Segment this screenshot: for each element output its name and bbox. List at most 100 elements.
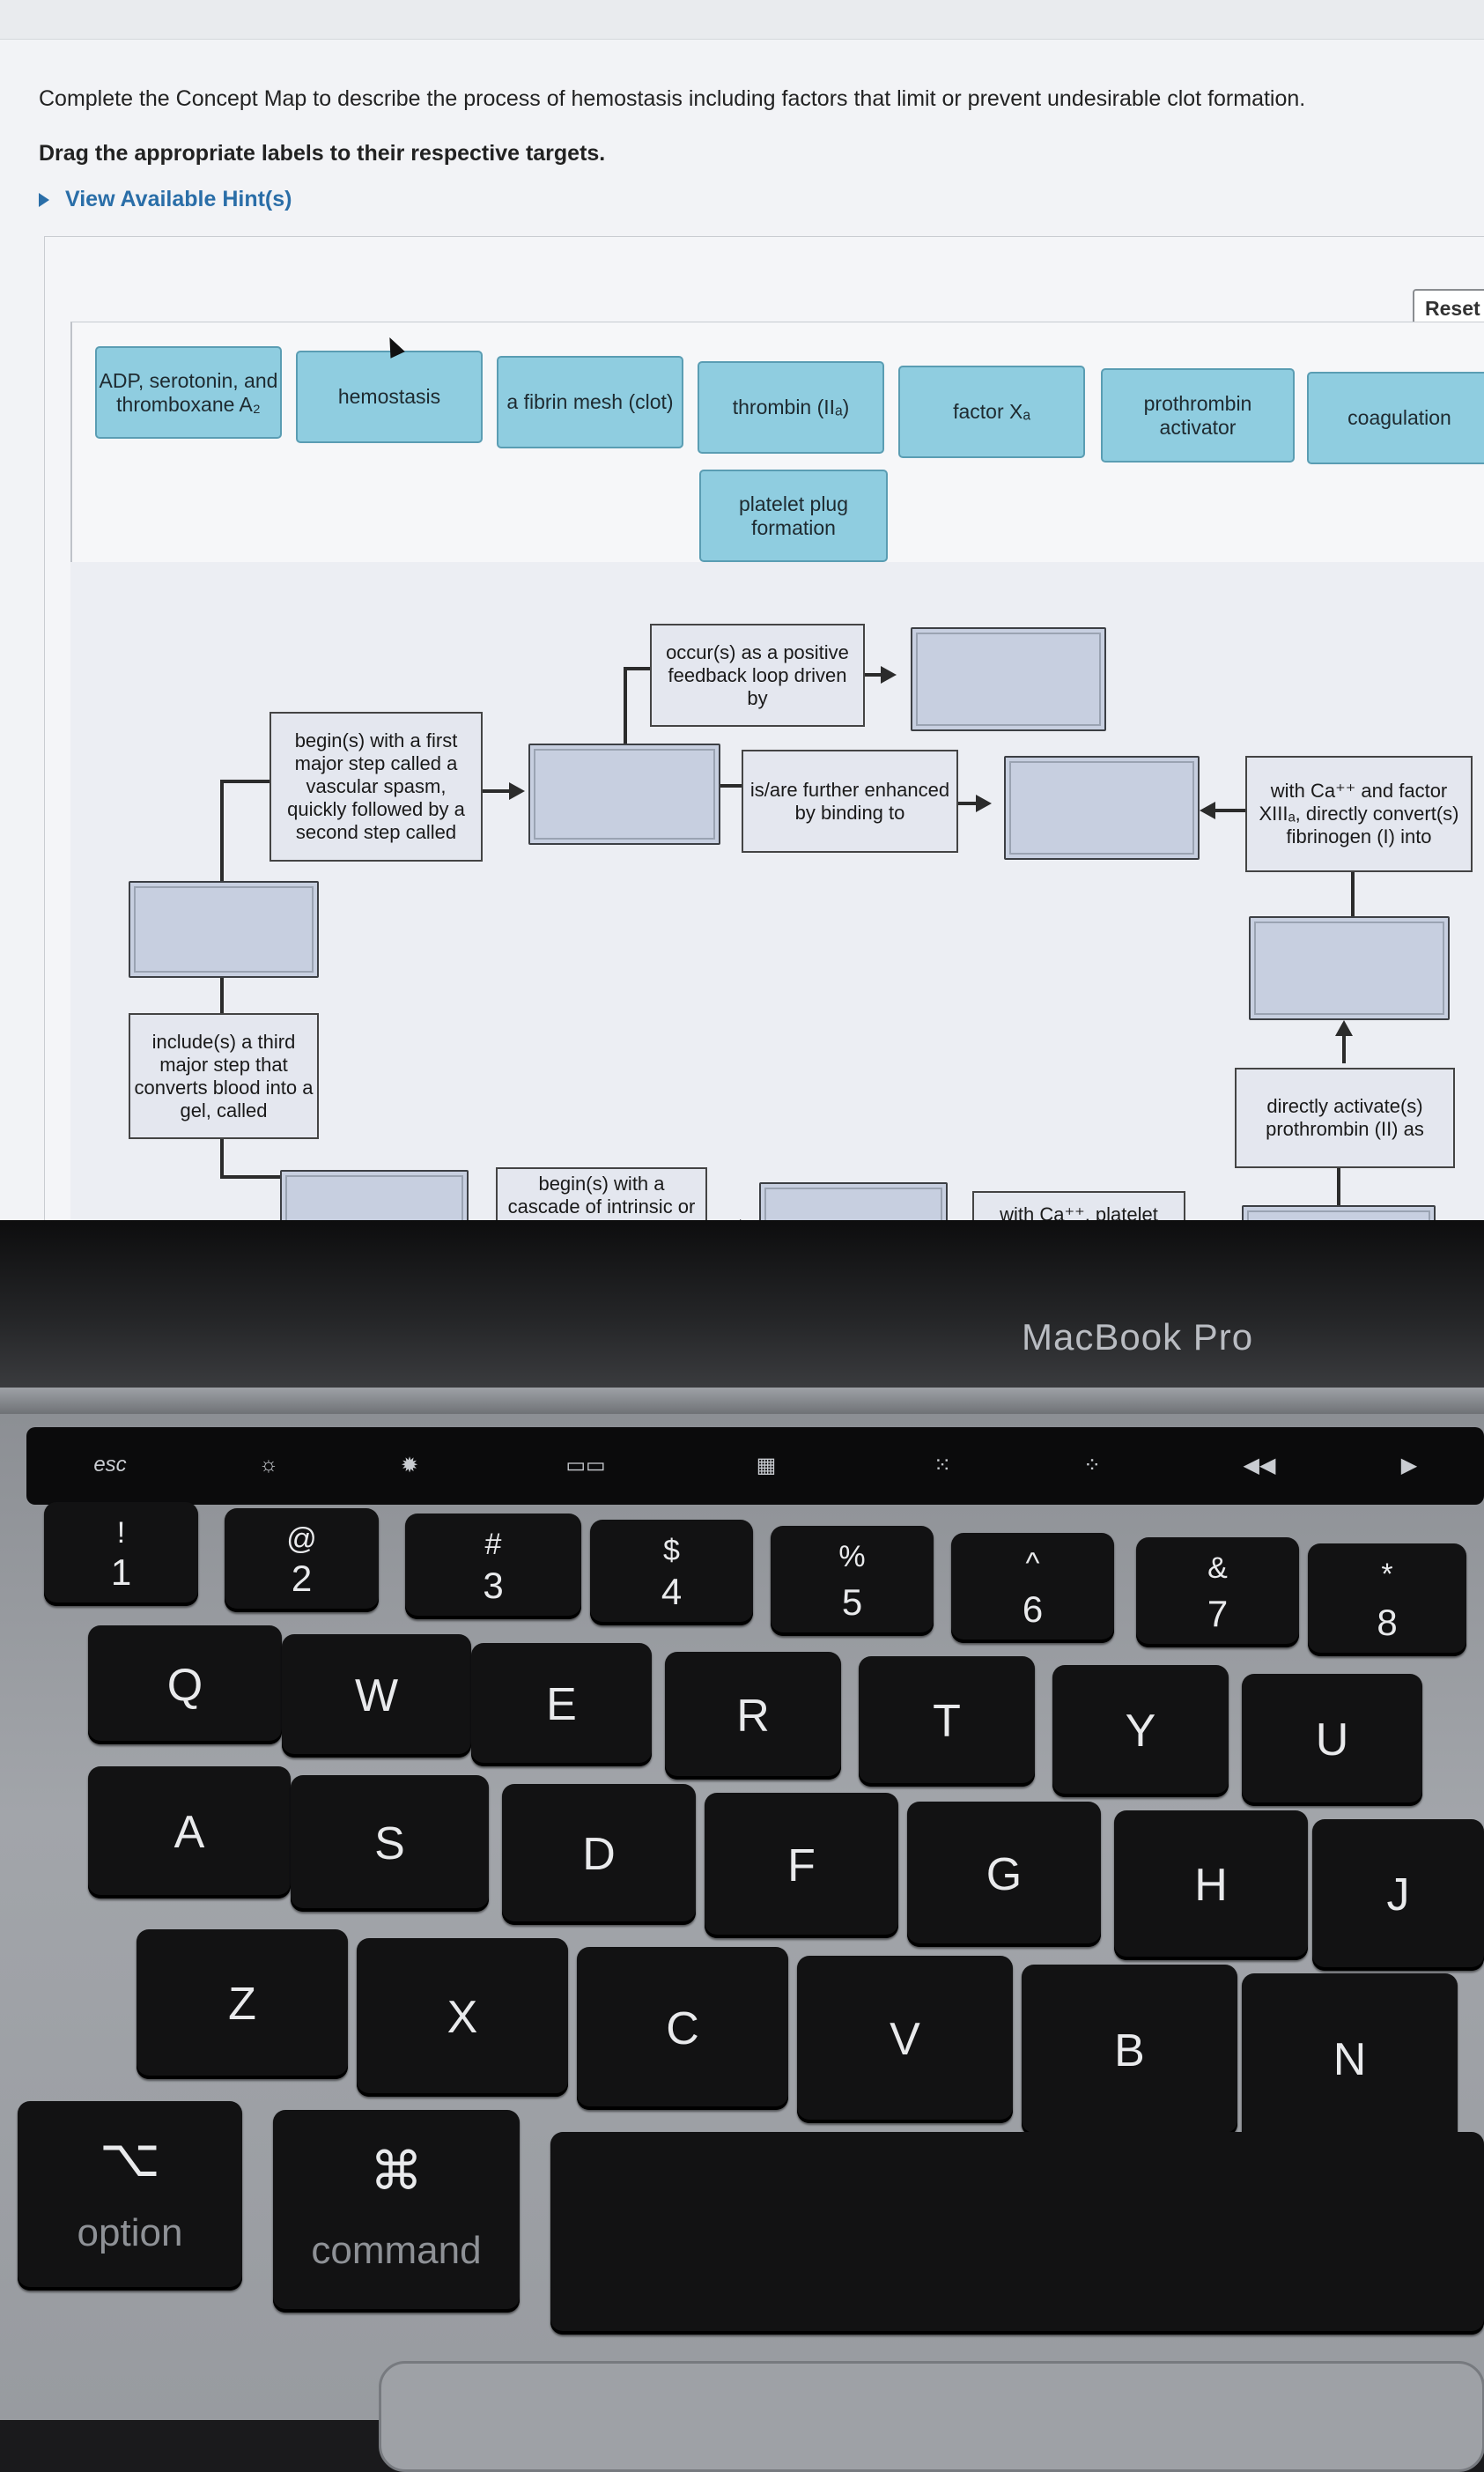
drop-target-8[interactable] — [1242, 1205, 1436, 1220]
brightness-up-icon[interactable]: ✹ — [400, 1453, 419, 1477]
key-symbol: & — [1207, 1551, 1228, 1585]
drop-target-3[interactable] — [911, 627, 1106, 731]
label-prothrombin-activator[interactable]: prothrombin activator — [1101, 368, 1295, 463]
mission-control-icon[interactable]: ▭▭ — [565, 1453, 606, 1477]
connector-line — [483, 789, 513, 793]
drop-target-7[interactable] — [759, 1182, 948, 1220]
launchpad-icon[interactable]: ▦ — [756, 1453, 777, 1477]
drop-target-6[interactable] — [280, 1170, 469, 1220]
arrow-left-icon — [1200, 802, 1215, 819]
touch-bar[interactable] — [26, 1427, 1484, 1505]
esc-key[interactable]: esc — [93, 1453, 127, 1477]
key-digit: 3 — [483, 1565, 504, 1606]
connector-line — [220, 1175, 282, 1179]
laptop-brand-label: MacBook Pro — [1022, 1316, 1254, 1358]
key-digit: 8 — [1377, 1602, 1398, 1643]
label-thrombin[interactable]: thrombin (IIₐ) — [698, 361, 884, 454]
key-h[interactable]: H — [1114, 1810, 1308, 1960]
keyboard-light-down-icon[interactable]: ⁙ — [933, 1453, 952, 1477]
key-7[interactable]: &7 — [1136, 1537, 1299, 1647]
key-e[interactable]: E — [471, 1643, 652, 1766]
key-digit: 2 — [291, 1558, 313, 1599]
key-w[interactable]: W — [282, 1634, 471, 1758]
label-coagulation[interactable]: coagulation — [1307, 372, 1484, 464]
key-symbol: ^ — [1025, 1547, 1040, 1580]
connector-line — [220, 780, 269, 783]
key-t[interactable]: T — [859, 1656, 1035, 1787]
reset-button[interactable]: Reset — [1413, 289, 1484, 328]
node-ca-platelet-factor: with Ca⁺⁺, platelet factor 3, and — [972, 1191, 1185, 1220]
label-platelet-plug[interactable]: platelet plug formation — [699, 470, 888, 562]
keyboard-light-up-icon[interactable]: ⁘ — [1082, 1453, 1102, 1477]
connector-line — [1215, 809, 1245, 812]
hints-label: View Available Hint(s) — [65, 187, 292, 211]
drop-target-4[interactable] — [1004, 756, 1200, 860]
node-activate-prothrombin: directly activate(s) prothrombin (II) as — [1235, 1068, 1455, 1168]
key-5[interactable]: %5 — [771, 1526, 934, 1636]
label-hemostasis[interactable]: hemostasis — [296, 351, 483, 443]
connector-line — [220, 780, 224, 881]
label-fibrin-mesh[interactable]: a fibrin mesh (clot) — [497, 356, 683, 448]
key-u[interactable]: U — [1242, 1674, 1422, 1806]
node-cascade-reactions: begin(s) with a cascade of intrinsic or … — [496, 1167, 707, 1220]
key-f[interactable]: F — [705, 1793, 898, 1938]
label-factor-xa[interactable]: factor Xₐ — [898, 366, 1085, 458]
drop-target-5[interactable] — [1249, 916, 1450, 1020]
key-3[interactable]: #3 — [405, 1514, 581, 1619]
key-digit: 6 — [1022, 1588, 1044, 1630]
key-digit: 5 — [841, 1581, 863, 1623]
laptop-hinge — [0, 1388, 1484, 1414]
trackpad[interactable] — [379, 2361, 1484, 2472]
option-symbol-icon: ⌥ — [99, 2128, 161, 2187]
key-q[interactable]: Q — [88, 1625, 282, 1744]
connector-line — [1342, 1035, 1346, 1063]
node-further-enhanced: is/are further enhanced by binding to — [742, 750, 958, 853]
key-v[interactable]: V — [797, 1956, 1013, 2123]
rewind-icon[interactable]: ◀◀ — [1243, 1453, 1276, 1477]
key-6[interactable]: ^6 — [951, 1533, 1114, 1643]
key-digit: 4 — [661, 1571, 683, 1612]
key-r[interactable]: R — [665, 1652, 841, 1780]
node-begins-vascular-spasm: begin(s) with a first major step called … — [269, 712, 483, 862]
label-adp-serotonin[interactable]: ADP, serotonin, and thromboxane A₂ — [95, 346, 282, 439]
key-s[interactable]: S — [291, 1775, 489, 1912]
key-2[interactable]: @2 — [225, 1508, 379, 1612]
key-symbol: # — [484, 1528, 502, 1561]
arrow-right-icon — [881, 666, 897, 684]
key-g[interactable]: G — [907, 1802, 1101, 1947]
key-symbol: @ — [286, 1522, 317, 1556]
command-symbol-icon: ⌘ — [370, 2142, 423, 2201]
drop-target-2[interactable] — [528, 744, 720, 845]
command-label: command — [311, 2229, 482, 2272]
key-8[interactable]: *8 — [1308, 1543, 1466, 1656]
brightness-down-icon[interactable]: ☼ — [259, 1453, 278, 1477]
key-a[interactable]: A — [88, 1766, 291, 1898]
key-j[interactable]: J — [1312, 1819, 1484, 1971]
key-space[interactable] — [550, 2132, 1484, 2335]
key-n[interactable]: N — [1242, 1973, 1458, 2145]
connector-line — [220, 972, 224, 1016]
key-c[interactable]: C — [577, 1947, 788, 2110]
arrow-right-icon — [740, 1219, 756, 1220]
option-label: option — [77, 2211, 183, 2254]
view-hints-link[interactable]: View Available Hint(s) — [39, 187, 292, 212]
connector-line — [624, 667, 650, 670]
key-4[interactable]: $4 — [590, 1520, 753, 1625]
key-1[interactable]: !1 — [44, 1502, 198, 1606]
arrow-right-icon — [509, 782, 525, 800]
key-symbol: $ — [663, 1534, 680, 1567]
connector-line — [958, 802, 976, 805]
node-ca-factor-xiii: with Ca⁺⁺ and factor XIIIₐ, directly con… — [1245, 756, 1473, 872]
key-command[interactable]: ⌘ command — [273, 2110, 520, 2313]
key-z[interactable]: Z — [137, 1929, 348, 2079]
play-icon[interactable]: ▶ — [1400, 1453, 1418, 1477]
key-x[interactable]: X — [357, 1938, 568, 2097]
connector-line — [1351, 872, 1355, 918]
key-d[interactable]: D — [502, 1784, 696, 1925]
drop-target-1[interactable] — [129, 881, 319, 978]
key-y[interactable]: Y — [1052, 1665, 1229, 1797]
arrow-right-icon — [976, 795, 992, 812]
key-digit: 7 — [1207, 1593, 1229, 1634]
key-b[interactable]: B — [1022, 1965, 1237, 2136]
key-option[interactable]: ⌥ option — [18, 2101, 242, 2291]
